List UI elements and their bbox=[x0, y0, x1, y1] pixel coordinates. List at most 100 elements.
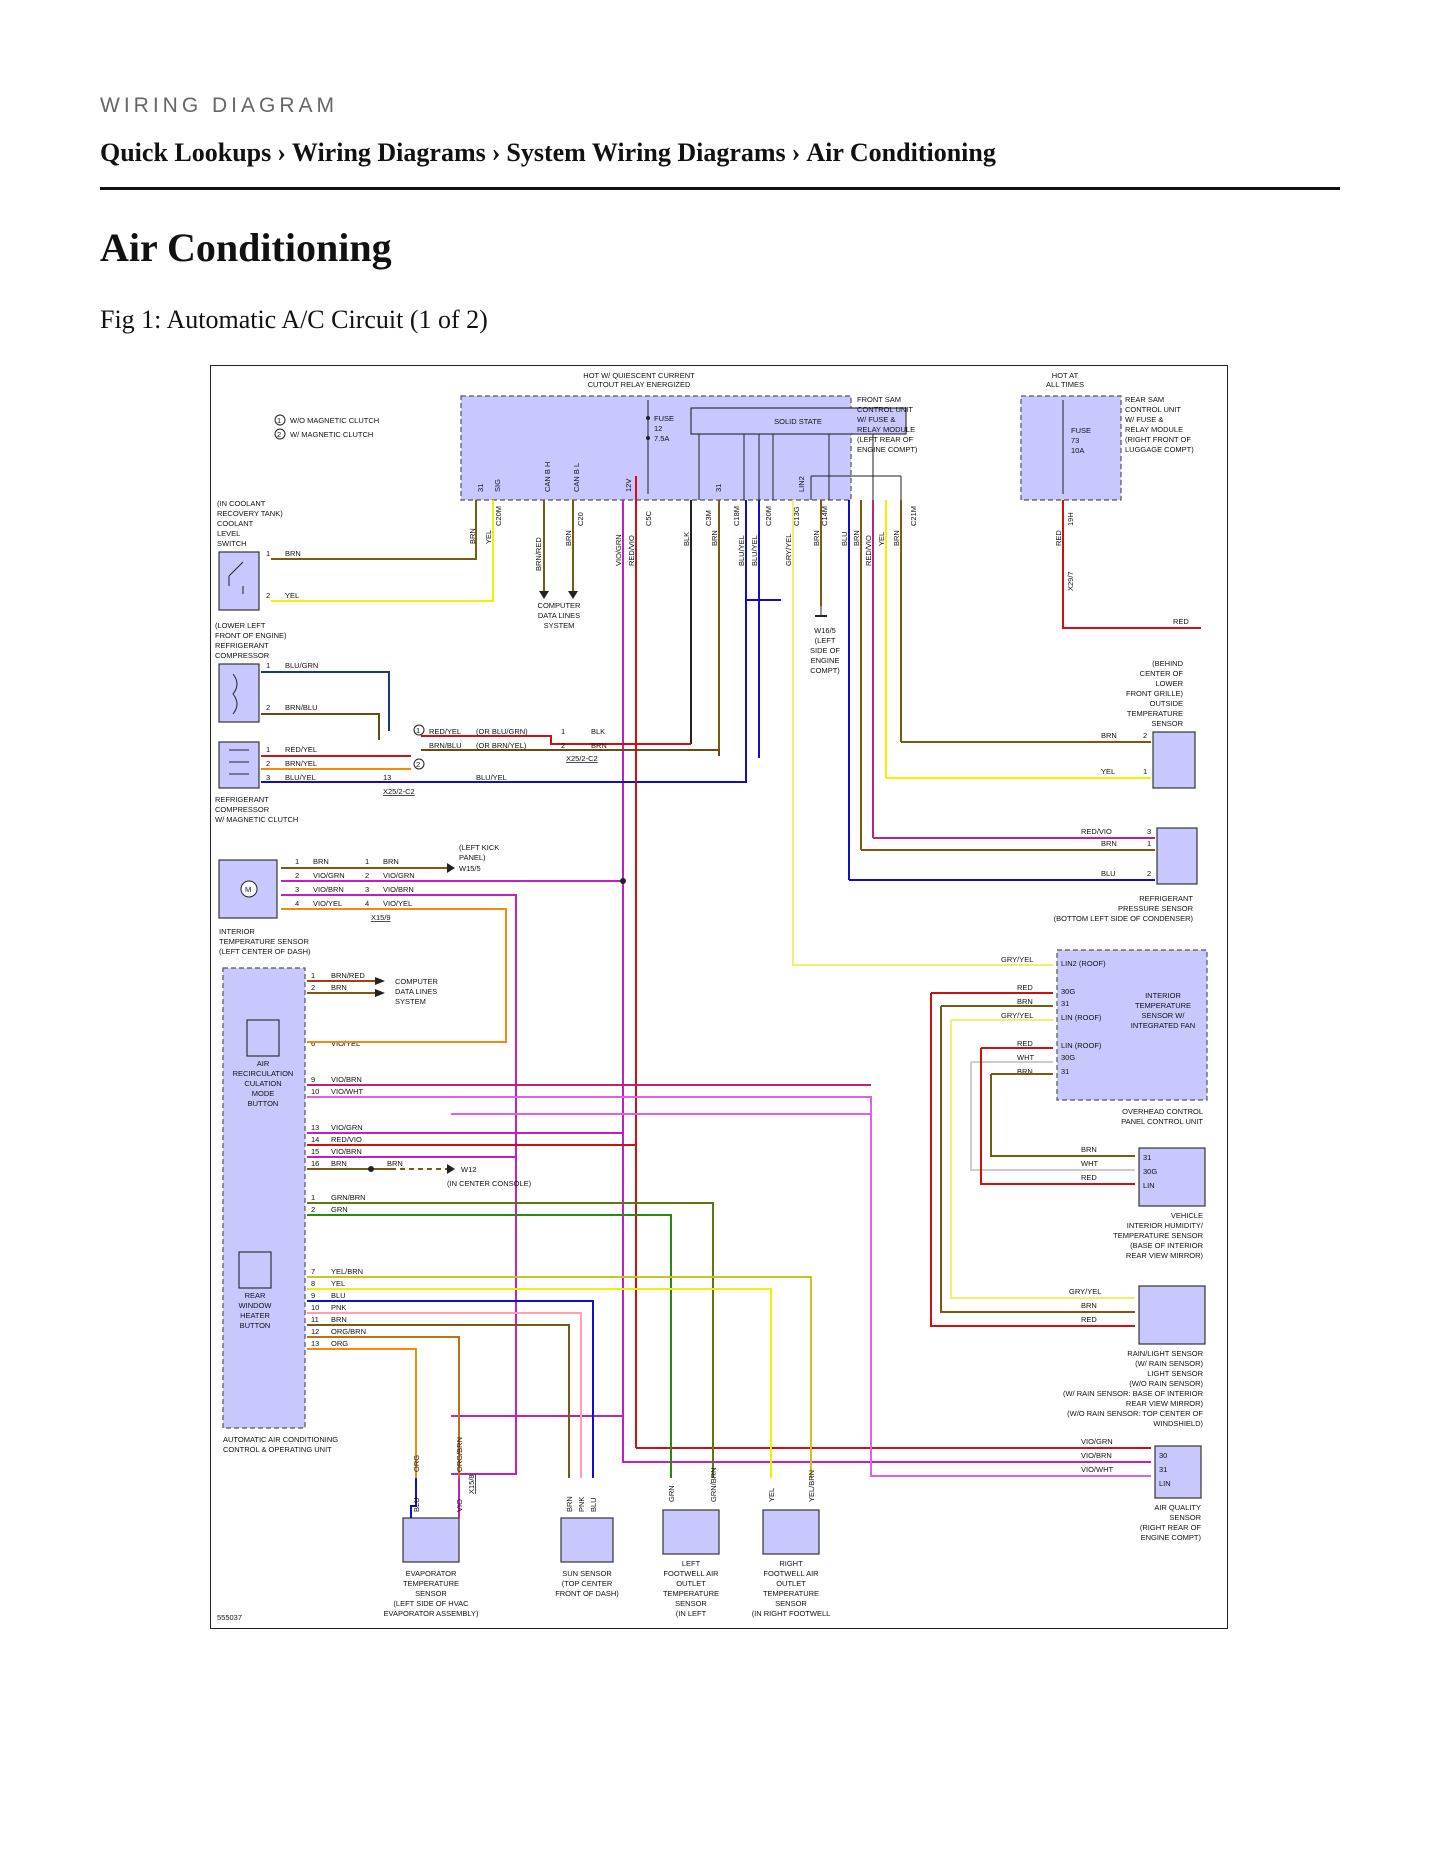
legend-item-1: W/O MAGNETIC CLUTCH bbox=[290, 416, 379, 425]
wire-label: GRY/YEL bbox=[1069, 1287, 1101, 1296]
svg-text:REAR VIEW MIRROR): REAR VIEW MIRROR) bbox=[1126, 1399, 1204, 1408]
svg-text:2: 2 bbox=[277, 430, 281, 439]
svg-text:X25/2-C2: X25/2-C2 bbox=[566, 754, 598, 763]
section-eyebrow: WIRING DIAGRAM bbox=[100, 94, 338, 117]
legend-item-2: W/ MAGNETIC CLUTCH bbox=[290, 430, 373, 439]
hot-all-times-label: ALL TIMES bbox=[1046, 380, 1084, 389]
svg-text:(LEFT SIDE OF HVAC: (LEFT SIDE OF HVAC bbox=[393, 1599, 469, 1608]
breadcrumb-item-wiring-diagrams[interactable]: Wiring Diagrams bbox=[291, 138, 486, 167]
svg-text:31: 31 bbox=[1061, 1067, 1069, 1076]
rain-light-sensor-caption: RAIN/LIGHT SENSOR (W/ RAIN SENSOR) LIGHT… bbox=[1063, 1349, 1204, 1428]
svg-text:2: 2 bbox=[311, 983, 315, 992]
svg-text:30G: 30G bbox=[1061, 1053, 1075, 1062]
svg-text:FRONT GRILLE): FRONT GRILLE) bbox=[1126, 689, 1183, 698]
svg-text:FOOTWELL AIR: FOOTWELL AIR bbox=[663, 1569, 719, 1578]
svg-text:INTERIOR: INTERIOR bbox=[219, 927, 255, 936]
air-recirculation-button[interactable] bbox=[246, 1019, 280, 1057]
svg-text:2: 2 bbox=[365, 871, 369, 880]
svg-text:CONTROL & OPERATING UNIT: CONTROL & OPERATING UNIT bbox=[223, 1445, 332, 1454]
svg-text:(RIGHT FRONT OF: (RIGHT FRONT OF bbox=[1125, 435, 1191, 444]
svg-text:30G: 30G bbox=[1061, 987, 1075, 996]
svg-text:CONTROL UNIT: CONTROL UNIT bbox=[1125, 405, 1181, 414]
svg-text:(TOP CENTER: (TOP CENTER bbox=[562, 1579, 613, 1588]
svg-text:14: 14 bbox=[311, 1135, 319, 1144]
hot-quiescent-label: HOT W/ QUIESCENT CURRENT bbox=[583, 371, 695, 380]
svg-text:2: 2 bbox=[266, 591, 270, 600]
wire-label: BLU bbox=[1101, 869, 1116, 878]
svg-text:1: 1 bbox=[561, 727, 565, 736]
overhead-control-panel bbox=[1056, 949, 1208, 1101]
rear-window-heater-button[interactable] bbox=[238, 1251, 272, 1289]
wire-label: BRN/BLU bbox=[285, 703, 318, 712]
svg-text:SIDE OF: SIDE OF bbox=[810, 646, 840, 655]
svg-text:10: 10 bbox=[311, 1087, 319, 1096]
wire-label: BLU/YEL bbox=[285, 773, 316, 782]
svg-text:7: 7 bbox=[311, 1267, 315, 1276]
svg-text:YEL/BRN: YEL/BRN bbox=[807, 1470, 816, 1502]
svg-text:RED: RED bbox=[1173, 617, 1189, 626]
svg-text:BLU/YEL: BLU/YEL bbox=[476, 773, 507, 782]
top-wire-labels: BRN YEL BRN/RED BRN VIO/GRN RED/VIO BLK … bbox=[468, 528, 1189, 626]
svg-text:1: 1 bbox=[295, 857, 299, 866]
wire-label: WHT bbox=[1081, 1159, 1098, 1168]
svg-text:TEMPERATURE: TEMPERATURE bbox=[403, 1579, 459, 1588]
svg-text:BRN: BRN bbox=[812, 530, 821, 546]
svg-text:8: 8 bbox=[311, 1279, 315, 1288]
svg-text:ENGINE: ENGINE bbox=[811, 656, 840, 665]
svg-text:31: 31 bbox=[1159, 1465, 1167, 1474]
svg-text:(LEFT CENTER OF DASH): (LEFT CENTER OF DASH) bbox=[219, 947, 311, 956]
air-quality-sensor-caption: AIR QUALITY SENSOR (RIGHT REAR OF ENGINE… bbox=[1140, 1503, 1202, 1542]
svg-text:30: 30 bbox=[1159, 1451, 1167, 1460]
connector-19h: 19H bbox=[1066, 512, 1075, 526]
middle-wire-labels: RED/YEL BRN/BLU (OR BLU/GRN) (OR BRN/YEL… bbox=[429, 727, 607, 782]
svg-text:VIO/GRN: VIO/GRN bbox=[614, 534, 623, 566]
svg-text:WINDSHIELD): WINDSHIELD) bbox=[1153, 1419, 1203, 1428]
svg-text:LUGGAGE COMPT): LUGGAGE COMPT) bbox=[1125, 445, 1194, 454]
svg-text:HEATER: HEATER bbox=[240, 1311, 270, 1320]
wire-label: BRN bbox=[285, 549, 301, 558]
rain-light-sensor bbox=[1138, 1285, 1206, 1345]
svg-text:X15/8: X15/8 bbox=[467, 1474, 476, 1494]
svg-text:TEMPERATURE: TEMPERATURE bbox=[763, 1589, 819, 1598]
computer-data-lines-label: COMPUTER DATA LINES SYSTEM bbox=[395, 977, 439, 1006]
svg-text:LEFT: LEFT bbox=[682, 1559, 701, 1568]
svg-text:BUTTON: BUTTON bbox=[248, 1099, 279, 1108]
fuse-12-rating: 7.5A bbox=[654, 434, 669, 443]
wire-label: RED bbox=[1081, 1173, 1097, 1182]
svg-text:VIO/BRN: VIO/BRN bbox=[313, 885, 344, 894]
svg-text:RED: RED bbox=[1017, 983, 1033, 992]
breadcrumb-item-quick-lookups[interactable]: Quick Lookups bbox=[100, 138, 272, 167]
svg-text:BRN: BRN bbox=[1017, 1067, 1033, 1076]
svg-text:13: 13 bbox=[383, 773, 391, 782]
outside-temperature-sensor-caption: (BEHIND CENTER OF LOWER FRONT GRILLE) OU… bbox=[1126, 659, 1184, 728]
breadcrumb-item-system-wiring[interactable]: System Wiring Diagrams bbox=[506, 138, 786, 167]
svg-text:GRY/YEL: GRY/YEL bbox=[784, 534, 793, 566]
refrigerant-pressure-sensor bbox=[1156, 827, 1198, 885]
evaporator-temperature-sensor bbox=[402, 1517, 460, 1563]
svg-text:RECIRCULATION: RECIRCULATION bbox=[233, 1069, 294, 1078]
svg-text:INTERIOR HUMIDITY/: INTERIOR HUMIDITY/ bbox=[1127, 1221, 1204, 1230]
fuse-12-number: 12 bbox=[654, 424, 662, 433]
interior-temperature-sensor-caption: INTERIOR TEMPERATURE SENSOR (LEFT CENTER… bbox=[219, 927, 311, 956]
coolant-level-switch bbox=[218, 551, 260, 611]
wire-label: VIO/GRN bbox=[1081, 1437, 1113, 1446]
wire-label: YEL bbox=[1101, 767, 1115, 776]
svg-text:PANEL CONTROL UNIT: PANEL CONTROL UNIT bbox=[1121, 1117, 1203, 1126]
svg-text:BRN: BRN bbox=[710, 530, 719, 546]
svg-text:(LEFT KICK: (LEFT KICK bbox=[459, 843, 499, 852]
svg-text:GRY/YEL: GRY/YEL bbox=[1001, 1011, 1033, 1020]
svg-text:11: 11 bbox=[311, 1315, 319, 1324]
svg-text:INTERIOR: INTERIOR bbox=[1145, 991, 1181, 1000]
svg-text:4: 4 bbox=[295, 899, 299, 908]
svg-text:BRN: BRN bbox=[383, 857, 399, 866]
wire-label: BRN bbox=[1101, 839, 1117, 848]
sun-sensor bbox=[560, 1517, 614, 1563]
rear-sam-caption: REAR SAM CONTROL UNIT W/ FUSE & RELAY MO… bbox=[1125, 395, 1194, 454]
svg-text:RED/VIO: RED/VIO bbox=[627, 535, 636, 566]
svg-text:(W/ RAIN SENSOR: BASE OF INTER: (W/ RAIN SENSOR: BASE OF INTERIOR bbox=[1063, 1389, 1204, 1398]
wire-label: BRN bbox=[1081, 1145, 1097, 1154]
svg-text:CAN B H: CAN B H bbox=[543, 462, 552, 492]
svg-text:C3M: C3M bbox=[704, 510, 713, 526]
svg-text:YEL: YEL bbox=[331, 1279, 345, 1288]
